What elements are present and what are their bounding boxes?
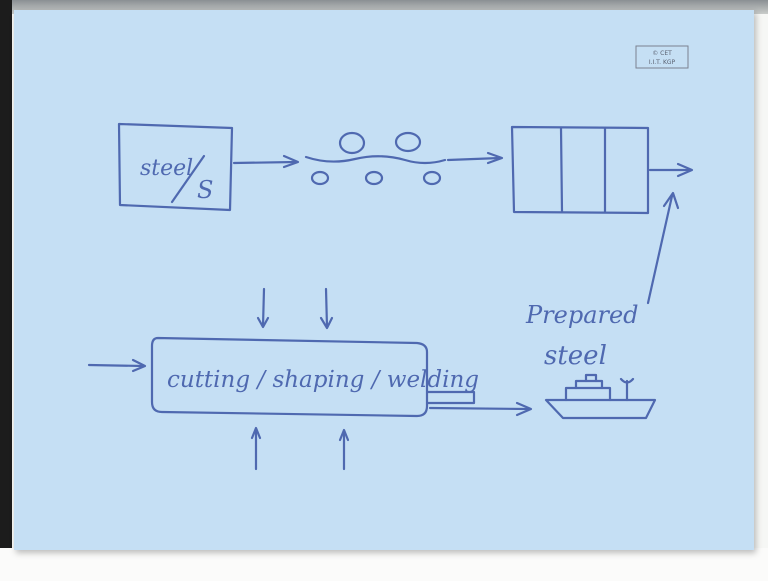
arrow-to-rollers xyxy=(232,154,300,169)
copyright-badge: © CET I.I.T. KGP xyxy=(635,45,689,69)
finishing-stand-box xyxy=(510,125,650,215)
output-label-line-1: Prepared xyxy=(525,301,639,329)
rolling-rollers xyxy=(304,131,447,186)
badge-line-1: © CET xyxy=(652,50,672,57)
ship-icon xyxy=(544,373,657,420)
source-box-bottom-text: S xyxy=(197,176,213,204)
arrow-to-ship xyxy=(428,401,533,417)
source-box-top-text: steel xyxy=(140,156,193,181)
video-frame-left-edge xyxy=(0,0,12,581)
process-box-label: cutting / shaping / welding xyxy=(167,367,479,393)
lecture-slide xyxy=(14,10,754,550)
arrow-into-process xyxy=(87,358,147,373)
process-extension xyxy=(426,390,476,405)
input-arrows-top xyxy=(256,287,334,330)
arrow-up-to-stand xyxy=(646,191,680,305)
process-box: cutting / shaping / welding xyxy=(150,336,479,418)
arrow-out-of-stand xyxy=(648,162,694,178)
video-frame-bottom xyxy=(0,548,768,581)
output-label-line-2: steel xyxy=(544,341,607,371)
output-arrows-bottom xyxy=(250,426,350,471)
steel-source-box: steel S xyxy=(117,122,234,212)
arrow-to-stand xyxy=(446,151,504,165)
badge-line-2: I.I.T. KGP xyxy=(649,59,676,66)
